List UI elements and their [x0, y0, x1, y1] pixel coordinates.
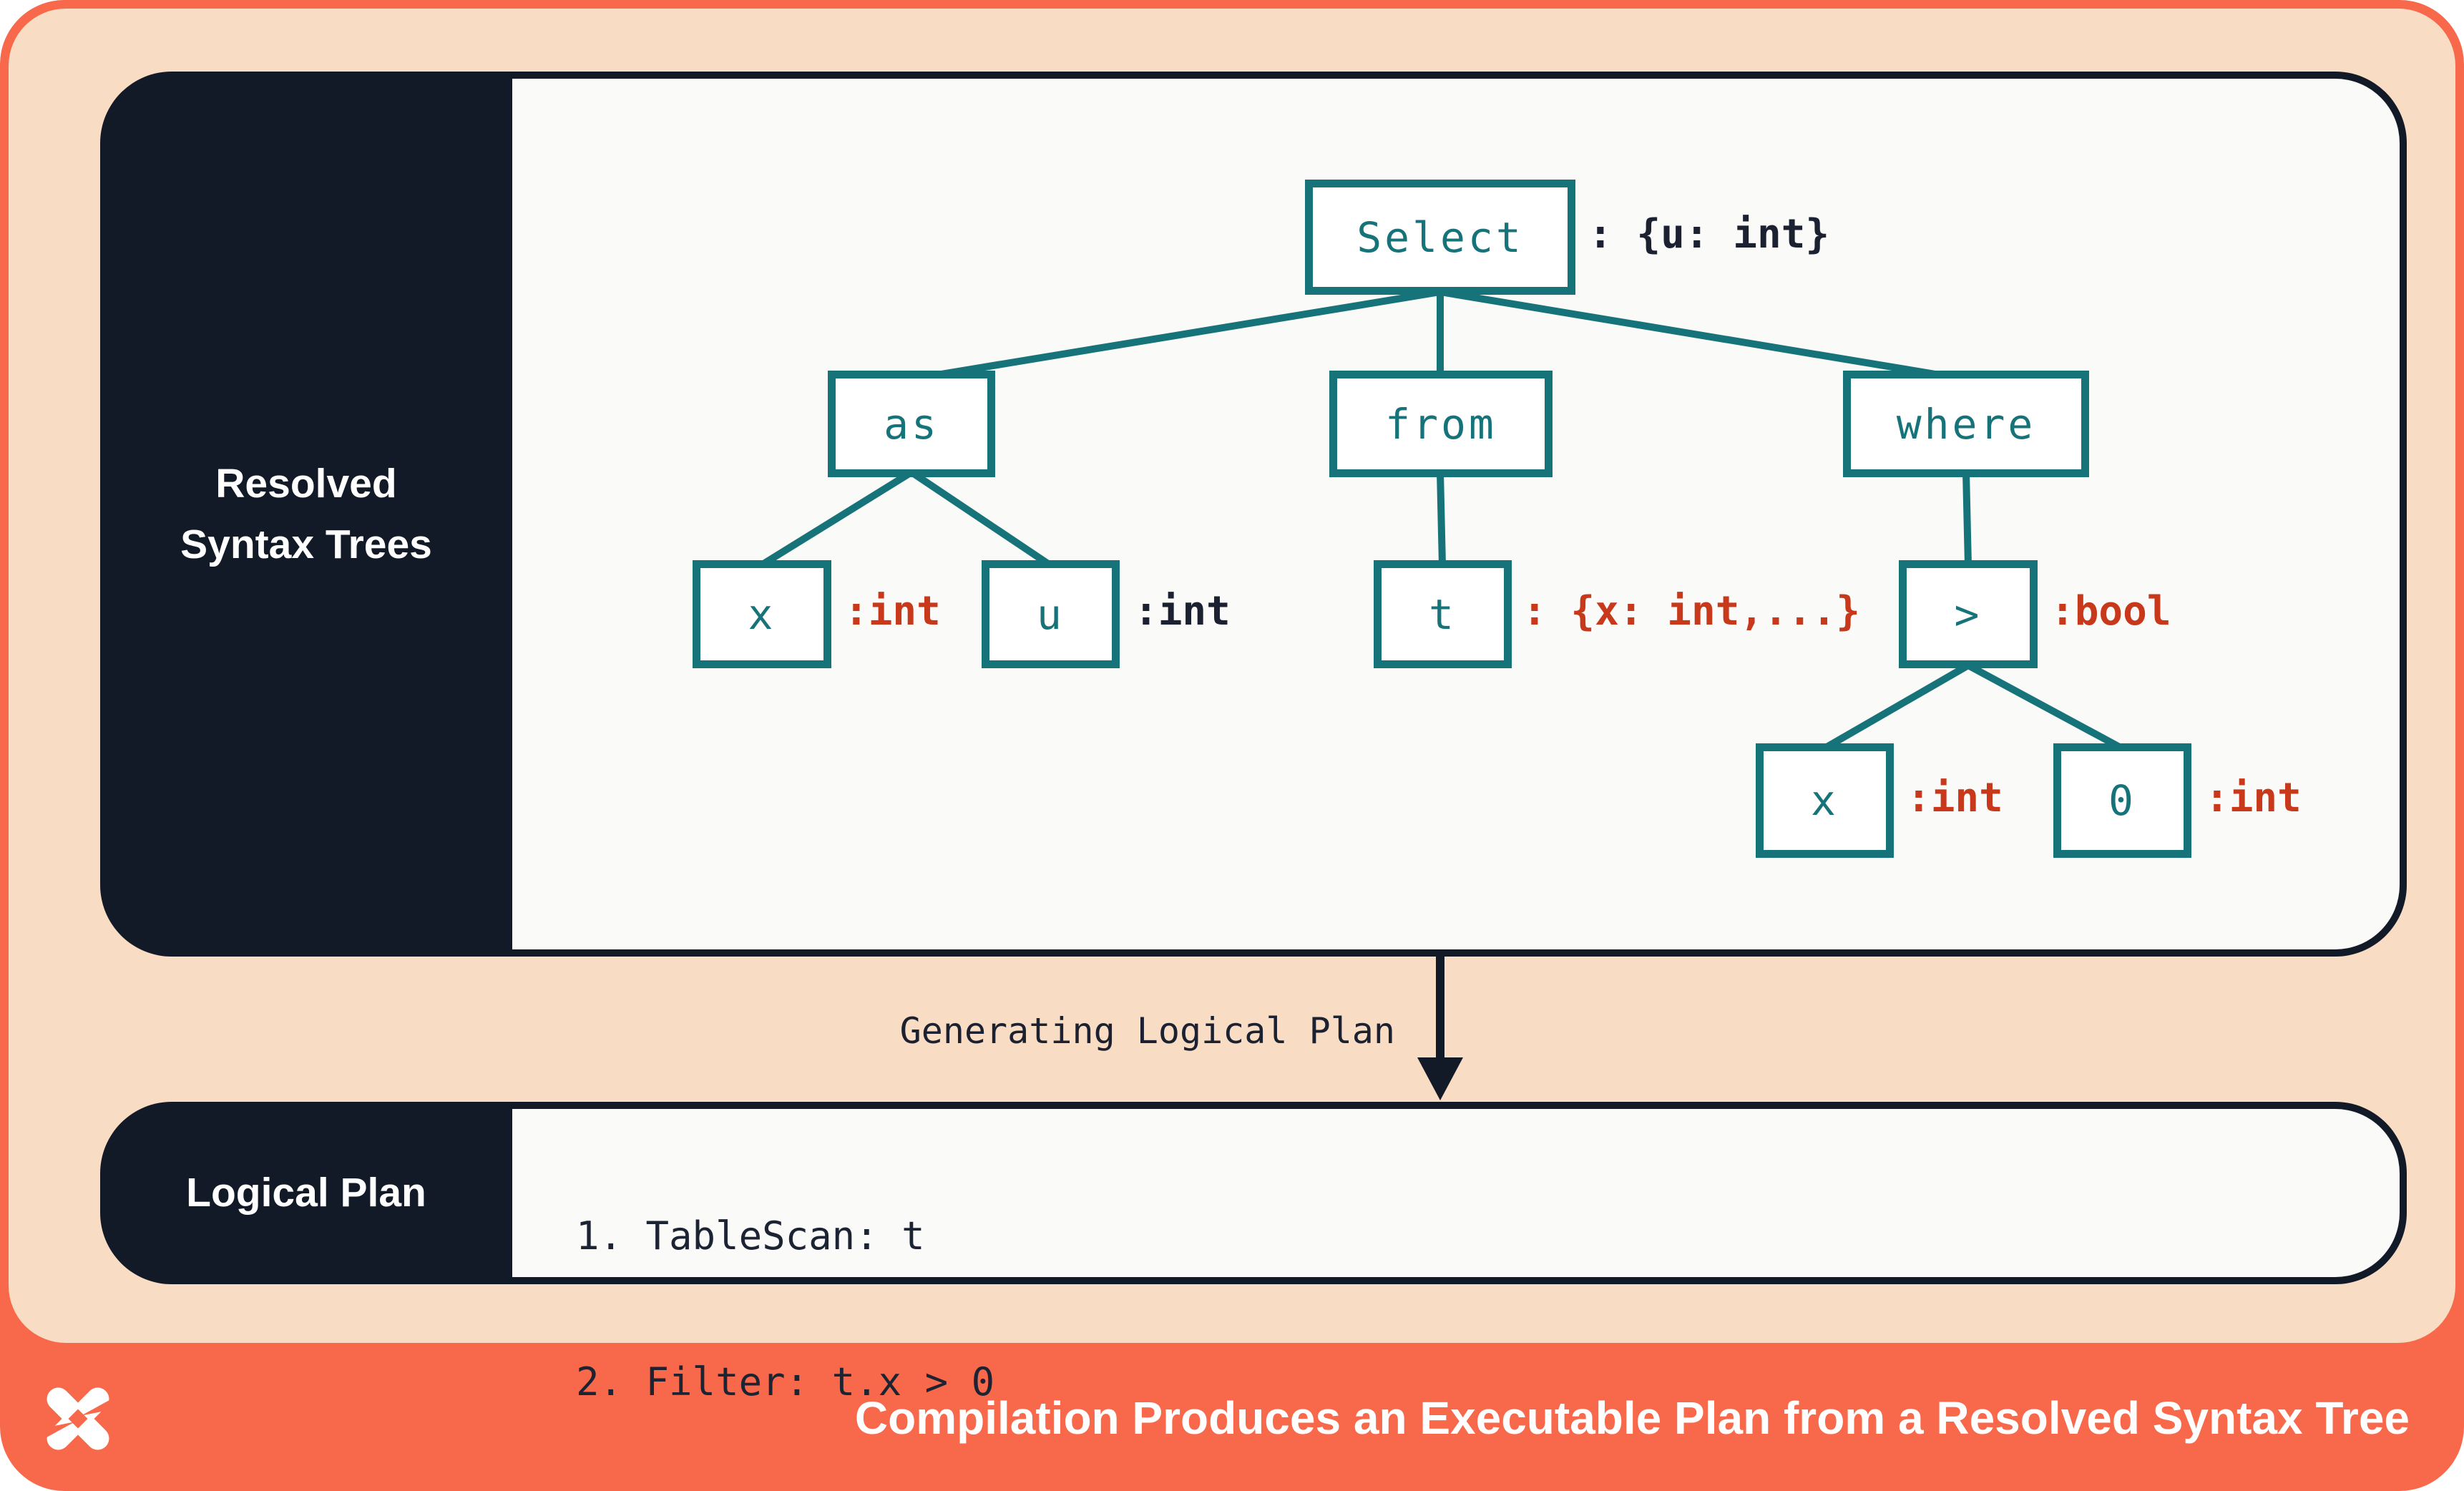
tree-node-u-label: u [1037, 590, 1065, 639]
type-annotation-greater-than: :bool [2050, 588, 2171, 635]
type-annotation-zero: :int [2205, 775, 2302, 821]
logical-plan-steps: 1. TableScan: t 2. Filter: t.x > 0 3. Pr… [576, 1115, 1111, 1491]
tree-node-x-operand: x [1756, 743, 1894, 858]
logical-plan-panel: Logical Plan [100, 1102, 2407, 1284]
type-annotation-select: : {u: int} [1588, 211, 1830, 258]
x-pinwheel-logo-icon [44, 1387, 112, 1450]
tree-node-where: where [1843, 371, 2089, 477]
logical-plan-label: Logical Plan [186, 1170, 426, 1216]
footer-title: Compilation Produces an Executable Plan … [854, 1392, 2410, 1444]
tree-node-t-label: t [1429, 590, 1457, 639]
tree-node-greater-than: > [1899, 560, 2038, 668]
tree-node-x-label: x [748, 590, 776, 639]
tree-node-x: x [693, 560, 831, 668]
logical-plan-step-1: 1. TableScan: t [576, 1213, 925, 1258]
tree-node-select: Select [1305, 180, 1575, 295]
tree-node-as: as [828, 371, 995, 477]
type-annotation-x: :int [844, 588, 941, 635]
tree-node-t: t [1374, 560, 1512, 668]
down-arrow-head-icon [1417, 1057, 1463, 1100]
tree-node-u: u [982, 560, 1120, 668]
tree-node-greater-than-label: > [1954, 590, 1983, 639]
resolved-syntax-trees-sidebar: Resolved Syntax Trees [100, 72, 512, 957]
resolved-syntax-trees-label-line1: Resolved [215, 460, 397, 507]
tree-node-select-label: Select [1356, 212, 1524, 262]
type-annotation-t: : {x: int,...} [1522, 588, 1861, 635]
type-annotation-x-operand: :int [1907, 775, 2003, 821]
tree-node-zero: 0 [2053, 743, 2191, 858]
tree-node-x-operand-label: x [1811, 776, 1839, 825]
logical-plan-sidebar: Logical Plan [100, 1102, 512, 1284]
tree-node-from: from [1329, 371, 1553, 477]
tree-node-from-label: from [1385, 399, 1497, 449]
generating-logical-plan-label: Generating Logical Plan [899, 1010, 1395, 1052]
resolved-syntax-trees-label-line2: Syntax Trees [180, 521, 432, 567]
logical-plan-content [512, 1109, 2400, 1277]
tree-node-as-label: as [884, 399, 939, 449]
logical-plan-step-2: 2. Filter: t.x > 0 [576, 1359, 995, 1404]
tree-node-where-label: where [1896, 399, 2036, 449]
tree-node-zero-label: 0 [2108, 776, 2136, 825]
down-arrow-line [1436, 957, 1444, 1064]
type-annotation-u: :int [1134, 588, 1231, 635]
